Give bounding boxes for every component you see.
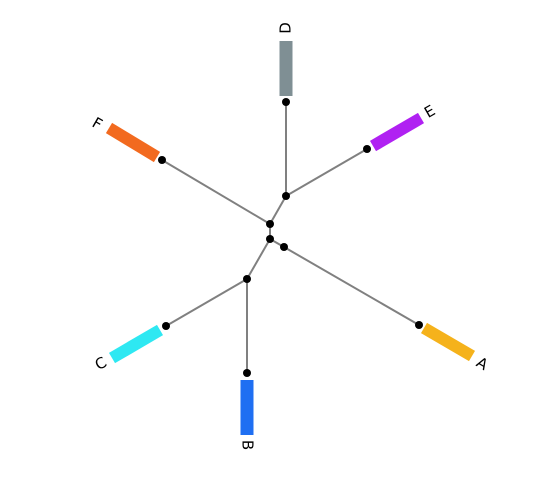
- leaf-label-A: A: [473, 353, 492, 374]
- leaf-bar-C: [108, 324, 164, 364]
- leaf-bar-A: [420, 322, 476, 362]
- leaf-label-D: D: [277, 22, 295, 34]
- branch-leaf-A: [283, 246, 420, 326]
- node-tip-B: [243, 369, 251, 377]
- node-internal-root: [266, 235, 274, 243]
- node-internal-de: [282, 192, 290, 200]
- leaf-label-E: E: [421, 101, 438, 121]
- node-tip-F: [158, 156, 166, 164]
- node-internal-bc: [243, 275, 251, 283]
- branch-left-de: [269, 195, 287, 225]
- branch-leaf-F: [161, 159, 271, 225]
- node-tip-A: [415, 321, 423, 329]
- node-internal-left: [266, 220, 274, 228]
- branch-leaf-E: [285, 148, 368, 197]
- leaf-bar-E: [369, 112, 425, 152]
- node-tip-E: [363, 145, 371, 153]
- leaf-label-C: C: [92, 353, 110, 374]
- leaf-label-F: F: [89, 114, 105, 134]
- node-tip-C: [162, 322, 170, 330]
- node-internal-right: [280, 243, 288, 251]
- leaf-bar-F: [105, 122, 161, 163]
- leaf-label-B: B: [239, 440, 257, 450]
- branch-leaf-C: [165, 278, 248, 327]
- branch-right-bc: [246, 238, 271, 280]
- node-tip-D: [282, 98, 290, 106]
